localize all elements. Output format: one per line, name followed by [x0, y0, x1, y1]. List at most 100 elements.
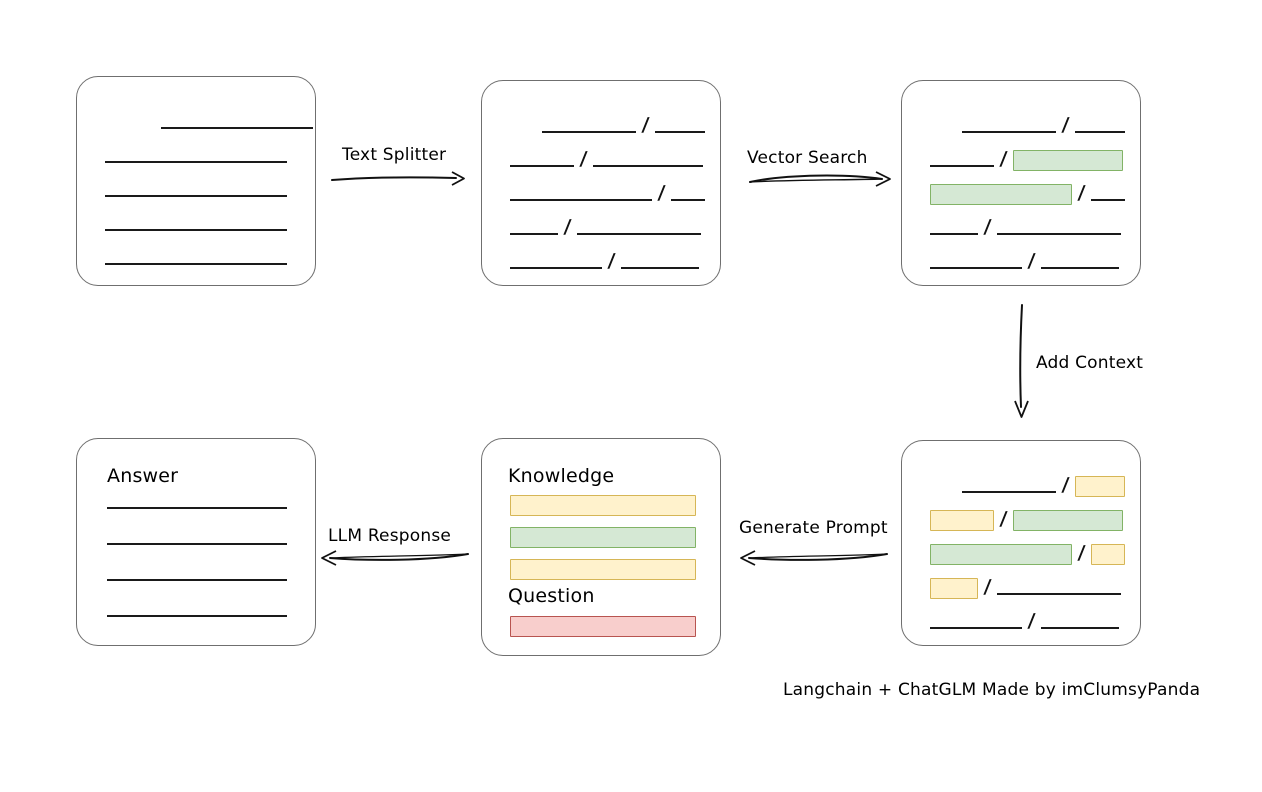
- text-line-segment: [670, 199, 705, 201]
- text-line-segment: [510, 199, 652, 201]
- text-line-segment: [1090, 199, 1125, 201]
- text-line-row: [77, 599, 315, 621]
- text-line-segment: [105, 229, 287, 231]
- text-line-segment: [107, 579, 287, 581]
- text-line-row: /: [482, 215, 720, 239]
- chunk-separator-slash: /: [1077, 541, 1086, 564]
- knowledge-bar-3: [510, 559, 696, 580]
- text-line-row: /: [902, 508, 1140, 531]
- arrow-generate-prompt: [740, 550, 888, 566]
- arrow-text-splitter: [331, 171, 465, 186]
- highlight-chip-green: [930, 183, 1072, 205]
- question-bar-1: [510, 616, 696, 637]
- text-line-segment: [996, 593, 1121, 595]
- text-line-segment: [962, 491, 1056, 493]
- chunk-separator-slash: /: [641, 113, 650, 136]
- text-line-row: /: [902, 541, 1140, 565]
- text-line-row: [77, 491, 315, 513]
- text-line-segment: [592, 165, 703, 167]
- text-line-row: [77, 563, 315, 585]
- text-line-segment: [510, 233, 558, 235]
- question-label: Question: [508, 585, 595, 607]
- card-context-chunks[interactable]: / / / / /: [901, 440, 1141, 646]
- chunk-separator-slash: /: [1027, 249, 1036, 272]
- text-line-segment: [510, 267, 602, 269]
- highlight-chip-green: [1012, 509, 1123, 531]
- text-line-row: /: [902, 215, 1140, 239]
- arrow-add-context: [1014, 304, 1029, 418]
- arrow-label-generate-prompt: Generate Prompt: [739, 518, 888, 538]
- text-line-row: [77, 213, 315, 235]
- knowledge-bar-1: [510, 495, 696, 516]
- text-line-segment: [930, 233, 978, 235]
- arrow-label-llm-response: LLM Response: [328, 526, 452, 546]
- source-document-lines: [77, 77, 315, 285]
- highlight-chip-green: [1012, 149, 1123, 171]
- text-line-row: [77, 145, 315, 167]
- text-line-segment: [105, 161, 287, 163]
- arrow-label-text-splitter: Text Splitter: [342, 145, 447, 165]
- text-line-row: /: [482, 113, 720, 137]
- text-line-segment: [542, 131, 636, 133]
- text-line-segment: [620, 267, 699, 269]
- text-line-segment: [107, 615, 287, 617]
- highlight-chip-yellow: [1090, 543, 1125, 565]
- text-line-row: [77, 179, 315, 201]
- text-line-row: /: [482, 181, 720, 205]
- text-line-segment: [105, 195, 287, 197]
- text-line-segment: [107, 507, 287, 509]
- text-line-segment: [161, 127, 313, 129]
- text-line-row: /: [902, 249, 1140, 273]
- text-line-row: /: [902, 181, 1140, 205]
- text-line-segment: [930, 627, 1022, 629]
- card-split-chunks[interactable]: / / / / /: [481, 80, 721, 286]
- arrow-label-vector-search: Vector Search: [747, 148, 868, 168]
- text-line-segment: [1040, 627, 1119, 629]
- text-line-row: [77, 247, 315, 269]
- knowledge-label: Knowledge: [508, 465, 615, 487]
- chunk-separator-slash: /: [563, 215, 572, 238]
- knowledge-bar-2: [510, 527, 696, 548]
- text-line-row: [77, 527, 315, 549]
- card-matched-chunks[interactable]: / / / / /: [901, 80, 1141, 286]
- chunk-separator-slash: /: [579, 147, 588, 170]
- text-line-segment: [1074, 131, 1125, 133]
- text-line-row: /: [482, 147, 720, 171]
- text-line-row: [77, 111, 315, 133]
- text-line-segment: [930, 165, 994, 167]
- card-answer[interactable]: Answer: [76, 438, 316, 646]
- arrow-vector-search: [749, 171, 891, 187]
- text-line-segment: [510, 165, 574, 167]
- chunk-separator-slash: /: [999, 147, 1008, 170]
- text-line-segment: [996, 233, 1121, 235]
- text-line-segment: [576, 233, 701, 235]
- text-line-segment: [654, 131, 705, 133]
- text-line-segment: [1040, 267, 1119, 269]
- highlight-chip-yellow: [930, 577, 978, 599]
- card-source-document[interactable]: [76, 76, 316, 286]
- text-line-segment: [962, 131, 1056, 133]
- arrow-llm-response: [321, 550, 469, 566]
- split-chunks-lines: / / / / /: [482, 81, 720, 285]
- highlight-chip-green: [930, 543, 1072, 565]
- credit-text: Langchain + ChatGLM Made by imClumsyPand…: [783, 680, 1201, 700]
- chunk-separator-slash: /: [983, 215, 992, 238]
- chunk-separator-slash: /: [1027, 609, 1036, 632]
- text-line-row: /: [902, 147, 1140, 171]
- chunk-separator-slash: /: [983, 575, 992, 598]
- chunk-separator-slash: /: [1077, 181, 1086, 204]
- highlight-chip-yellow: [1074, 475, 1125, 497]
- arrow-label-add-context: Add Context: [1036, 353, 1144, 373]
- chunk-separator-slash: /: [1061, 113, 1070, 136]
- chunk-separator-slash: /: [1061, 473, 1070, 496]
- matched-chunks-lines: / / / / /: [902, 81, 1140, 285]
- chunk-separator-slash: /: [607, 249, 616, 272]
- card-prompt[interactable]: Knowledge Question: [481, 438, 721, 656]
- text-line-row: /: [902, 609, 1140, 633]
- text-line-segment: [930, 267, 1022, 269]
- text-line-row: /: [902, 473, 1140, 497]
- highlight-chip-yellow: [930, 509, 994, 531]
- chunk-separator-slash: /: [657, 181, 666, 204]
- text-line-segment: [107, 543, 287, 545]
